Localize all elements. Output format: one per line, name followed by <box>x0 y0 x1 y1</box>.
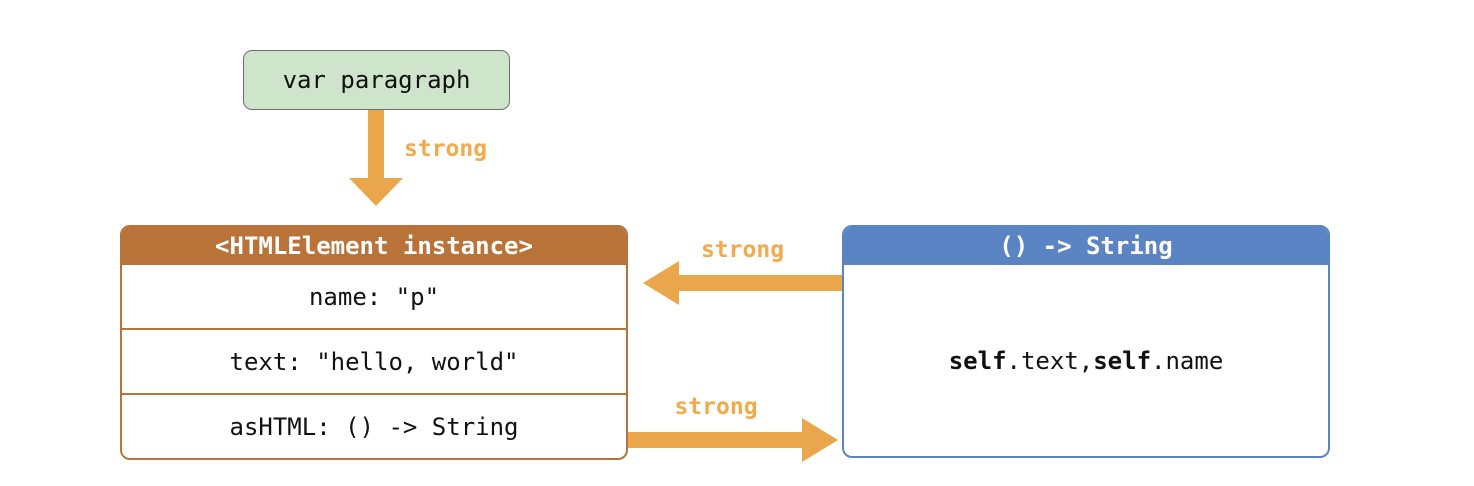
arrow-shape <box>643 261 842 305</box>
instance-box-header: <HTMLElement instance> <box>122 227 626 265</box>
closure-body-text-prop: .text, <box>1006 346 1094 375</box>
closure-body-name-prop: .name <box>1151 346 1224 375</box>
closure-box-header: () -> String <box>844 227 1328 265</box>
strong-label-down: strong <box>404 136 488 162</box>
variable-box: var paragraph <box>243 50 510 110</box>
instance-row-ashtml: asHTML: () -> String <box>122 393 626 458</box>
strong-label-closure-to-instance: strong <box>700 237 785 263</box>
closure-box: () -> String self.text, self.name <box>842 225 1330 458</box>
strong-arrow-instance-to-closure <box>628 418 838 462</box>
strong-arrow-closure-to-instance <box>643 261 842 305</box>
instance-row-text: text: "hello, world" <box>122 328 626 393</box>
variable-box-label: var paragraph <box>282 66 471 94</box>
instance-row-name: name: "p" <box>122 265 626 328</box>
arrow-shape <box>349 110 403 206</box>
instance-box-title: <HTMLElement instance> <box>215 232 533 260</box>
closure-body-self-2: self <box>1093 346 1152 375</box>
instance-box: <HTMLElement instance> name: "p" text: "… <box>120 225 628 460</box>
closure-body-self-1: self <box>948 346 1007 375</box>
closure-box-title: () -> String <box>999 232 1173 260</box>
closure-box-body: self.text, self.name <box>844 265 1328 456</box>
strong-arrow-down <box>349 110 403 206</box>
arrow-shape <box>628 418 838 462</box>
strong-label-instance-to-closure: strong <box>674 394 758 420</box>
